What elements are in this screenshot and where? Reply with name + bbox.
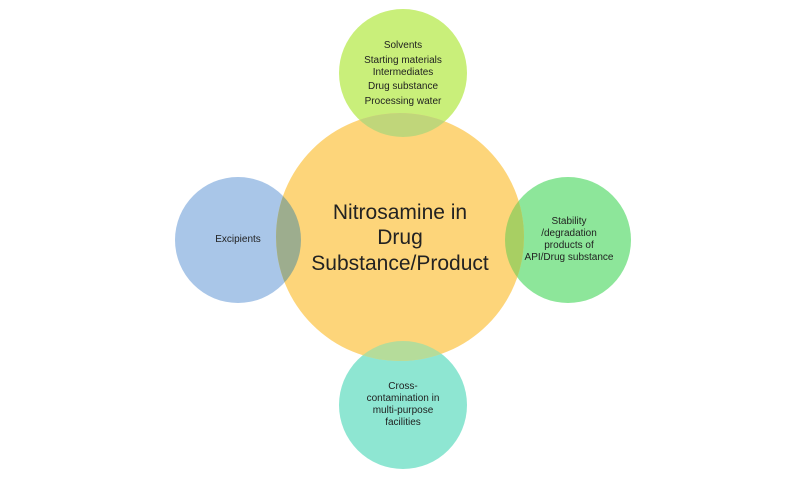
label-top: Solvents Starting materials Intermediate…	[343, 34, 463, 114]
label-center: Nitrosamine in Drug Substance/Product	[300, 192, 500, 284]
right-line-4: API/Drug substance	[524, 251, 614, 263]
right-line-3: products of	[544, 240, 594, 251]
circle-right	[505, 177, 631, 303]
circle-top	[339, 9, 467, 137]
bottom-line-4: facilities	[385, 416, 421, 428]
top-line-1: Solvents	[383, 40, 423, 51]
top-line-4: Drug substance	[367, 81, 439, 93]
top-line-5: Processing water	[364, 96, 442, 108]
bottom-line-2: contamination in	[366, 393, 440, 405]
center-line-3: Substance/Product	[311, 251, 489, 275]
bottom-line-3: multi-purpose	[372, 405, 434, 416]
label-bottom: Cross- contamination in multi-purpose fa…	[348, 378, 458, 432]
right-line-1: Stability	[551, 216, 587, 228]
label-left: Excipients	[196, 230, 280, 250]
top-line-3: Intermediates	[372, 66, 434, 78]
center-line-2: Drug	[377, 226, 423, 250]
circle-bottom	[339, 341, 467, 469]
center-line-1: Nitrosamine in	[332, 200, 468, 224]
circle-center	[276, 113, 524, 361]
label-right: Stability /degradation products of API/D…	[513, 214, 625, 266]
top-line-2: Starting materials	[364, 54, 442, 66]
circle-left	[175, 177, 301, 303]
bottom-line-1: Cross-	[388, 381, 418, 393]
left-line-1: Excipients	[215, 234, 261, 246]
right-line-2: /degradation	[541, 228, 597, 240]
